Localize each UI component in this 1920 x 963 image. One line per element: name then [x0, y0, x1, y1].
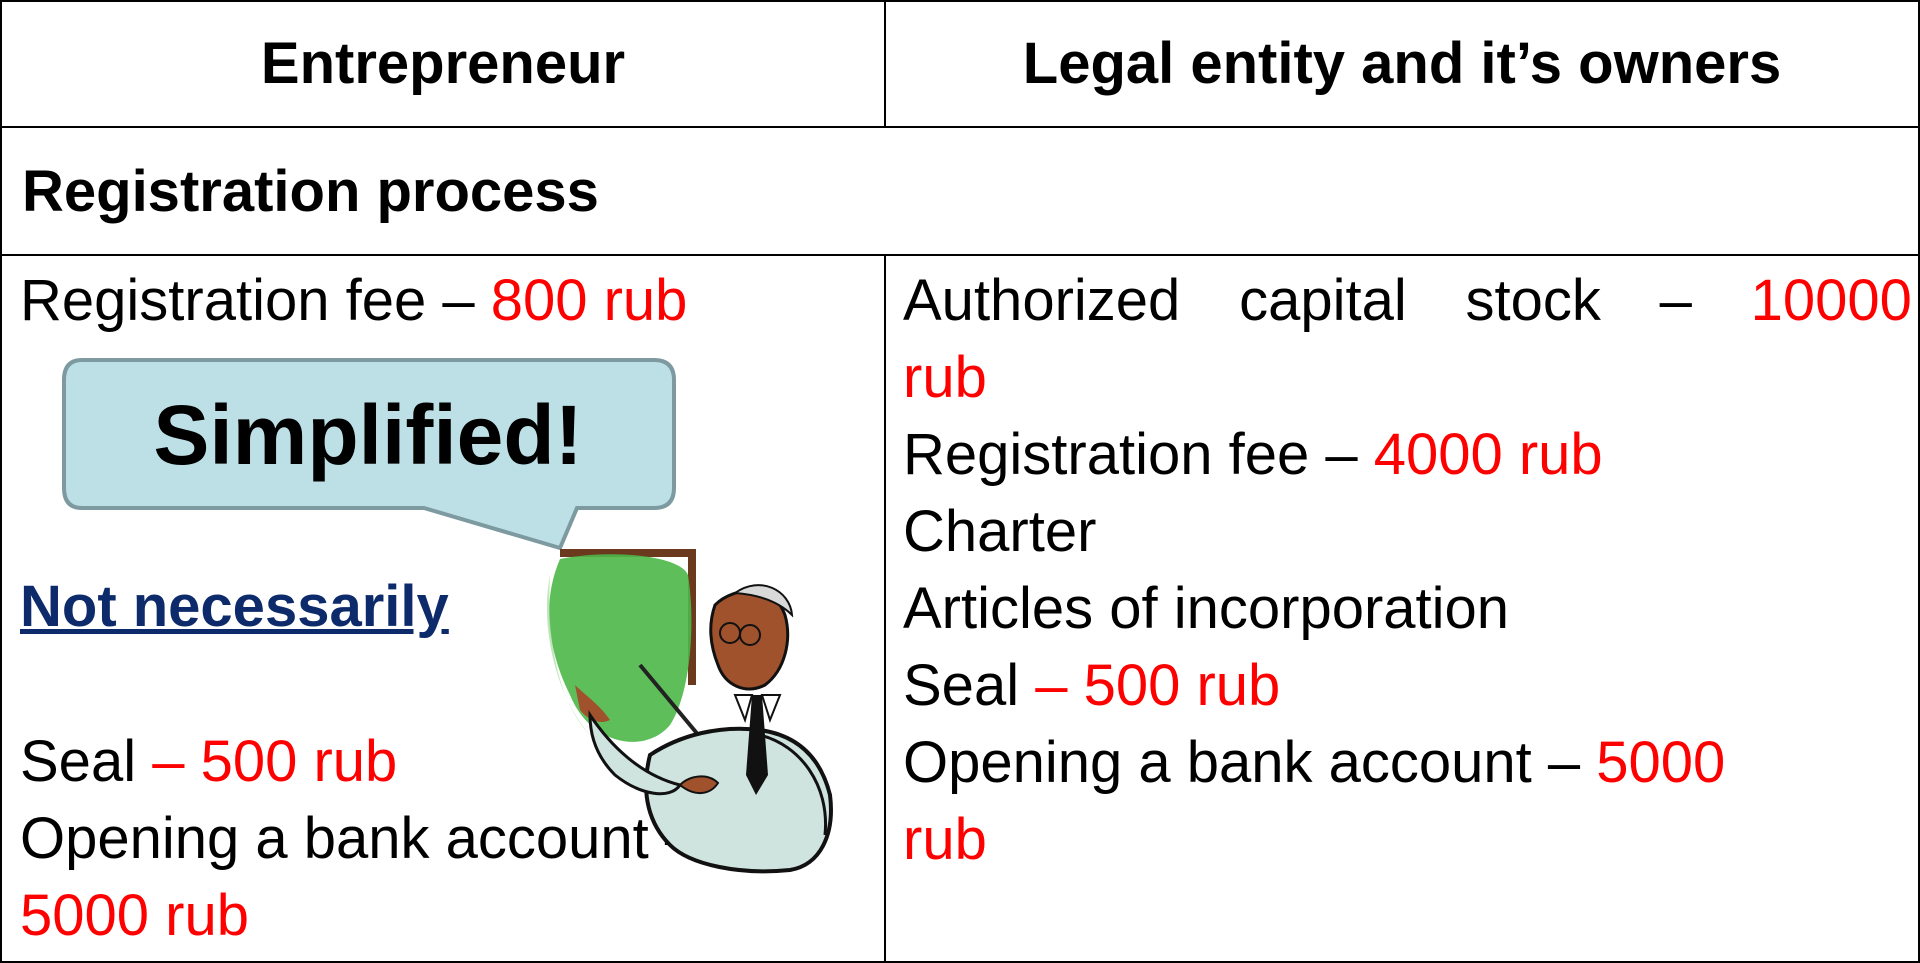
left-seal-value: – 500 rub — [152, 729, 398, 794]
header-entrepreneur: Entrepreneur — [0, 0, 886, 128]
right-articles: Articles of incorporation — [903, 576, 1510, 641]
speech-bubble-icon — [62, 358, 676, 551]
right-charter: Charter — [903, 499, 1097, 564]
capital-word-2: capital — [1239, 268, 1407, 333]
capital-value-1: 10000 — [1750, 268, 1912, 333]
left-reg-fee-value: 800 rub — [490, 268, 688, 333]
capital-word-1: Authorized — [903, 268, 1181, 333]
capital-word-4: – — [1659, 268, 1692, 333]
left-bank-label: Opening a bank account – — [20, 806, 698, 871]
right-registration-fee: Registration fee – 4000 rub — [903, 426, 1603, 484]
right-bank: Opening a bank account – 5000 — [903, 734, 1725, 792]
right-seal: Seal – 500 rub — [903, 657, 1280, 715]
teacher-pointing-at-board-icon — [546, 549, 833, 874]
header-legal-entity: Legal entity and it’s owners — [884, 0, 1920, 128]
right-bank-label: Opening a bank account – — [903, 730, 1597, 795]
right-seal-value: – 500 rub — [1035, 653, 1281, 718]
not-necessarily-link[interactable]: Not necessarily — [20, 574, 449, 639]
left-seal-label: Seal — [20, 729, 153, 794]
left-registration-fee: Registration fee – 800 rub — [20, 272, 687, 330]
callout-text: Simplified! — [153, 387, 583, 482]
right-bank-value-1: 5000 — [1596, 730, 1726, 795]
left-reg-fee-label: Registration fee – — [20, 268, 491, 333]
capital-value-2: rub — [903, 345, 987, 410]
right-capital-line: Authorized capital stock – 10000 — [903, 272, 1912, 330]
right-reg-fee-label: Registration fee – — [903, 422, 1374, 487]
right-bank-value-2: rub — [903, 807, 987, 872]
capital-word-3: stock — [1465, 268, 1601, 333]
right-reg-fee-value: 4000 rub — [1373, 422, 1603, 487]
legal-entity-cell — [884, 254, 1920, 963]
section-title: Registration process — [0, 126, 1920, 256]
right-seal-label: Seal — [903, 653, 1036, 718]
left-bank-value: 5000 rub — [20, 883, 249, 948]
left-seal: Seal – 500 rub — [20, 733, 397, 791]
